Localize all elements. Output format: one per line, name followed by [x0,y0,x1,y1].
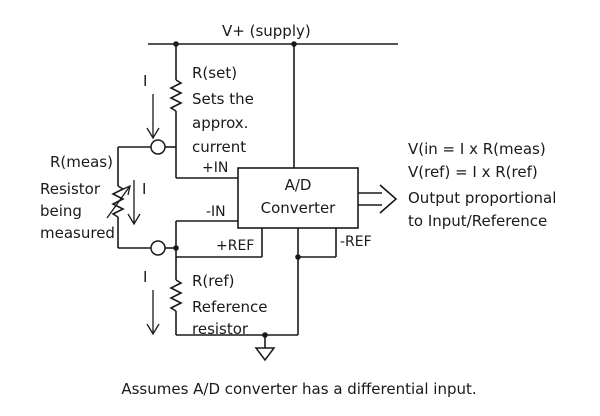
adc-label-line-2: Converter [261,199,337,217]
rmeas-desc-line-1: Resistor [40,180,101,198]
rmeas-variable-arrow-head [120,184,131,196]
rset-current-arrow-head [146,127,160,140]
rref-current-label: I [143,268,147,286]
adc-label-line-1: A/D [285,176,312,194]
caption: Assumes A/D converter has a differential… [121,380,476,398]
rset-current-label: I [143,72,147,90]
output-desc-line-2: to Input/Reference [408,212,547,230]
rref-desc-line-2: resistor [192,320,249,338]
equation-vref: V(ref) = I x R(ref) [408,163,538,181]
ground-icon [254,347,276,362]
adc-box [237,167,359,229]
pin-ref-neg-label: -REF [340,234,372,250]
rset-desc-line-2: approx. [192,114,248,132]
rref-label: R(ref) [192,272,234,290]
rmeas-resistor [111,185,125,218]
rmeas-label: R(meas) [50,153,113,171]
rref-desc-line-1: Reference [192,298,268,316]
rmeas-current-arrow-head [127,213,141,226]
pin-in-neg-label: -IN [206,204,226,220]
rref-current-arrow-head [146,323,160,336]
rmeas-variable-arrow [106,185,131,219]
pin-in-pos-label: +IN [202,160,228,176]
bottom-terminal [150,240,166,256]
pin-ref-pos-label: +REF [216,238,254,254]
rmeas-desc-line-3: measured [40,224,115,242]
output-desc-line-1: Output proportional [408,189,556,207]
rset-resistor [169,79,183,112]
rset-label: R(set) [192,64,237,82]
output-arrow-head [379,184,398,214]
top-terminal [150,139,166,155]
supply-label: V+ (supply) [222,22,311,40]
rmeas-current-label: I [142,180,146,198]
equation-vin: V(in = I x R(meas) [408,140,546,158]
rmeas-desc-line-2: being [40,202,82,220]
rref-resistor [169,279,183,312]
rset-desc-line-3: current [192,138,246,156]
rset-desc-line-1: Sets the [192,90,254,108]
